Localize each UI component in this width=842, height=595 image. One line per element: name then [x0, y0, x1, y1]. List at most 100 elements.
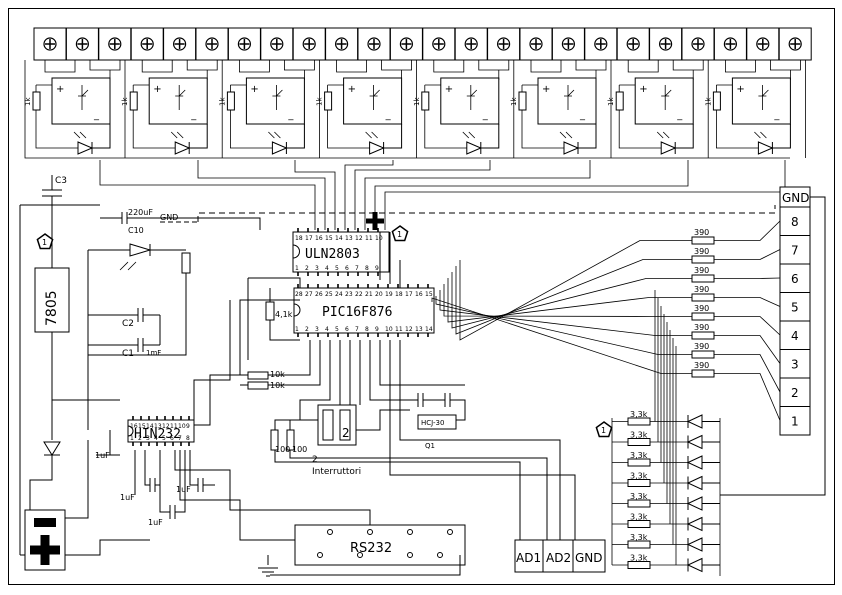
- screw-slot: [207, 39, 217, 49]
- pin-number: 3: [315, 326, 319, 333]
- input-resistor: [627, 520, 651, 528]
- output-resistor: [691, 293, 715, 302]
- terminal-screw[interactable]: [519, 27, 553, 61]
- input-diode-icon: [686, 475, 720, 491]
- input-resistor: [627, 561, 651, 569]
- output-terminal-cell[interactable]: [779, 406, 811, 436]
- input-diode-icon: [686, 455, 720, 470]
- screw-slot: [77, 39, 88, 49]
- gnd-dash-label: GND: [160, 213, 178, 222]
- relay-led-wire: [132, 84, 176, 149]
- db9-pin: [447, 529, 453, 535]
- pin-number: 9: [375, 265, 379, 272]
- terminal-screw[interactable]: [746, 27, 780, 61]
- pin-number: 7: [355, 326, 359, 333]
- terminal-screw[interactable]: [33, 27, 67, 61]
- pin-number: 7: [178, 435, 182, 442]
- relay-led-icon: [660, 124, 694, 155]
- screw-slot: [271, 39, 282, 49]
- input-diode-icon: [686, 516, 720, 532]
- screw-slot: [693, 39, 703, 49]
- relay-resistor: [129, 91, 138, 111]
- screw-icon: [335, 37, 349, 51]
- screw-icon: [205, 37, 219, 51]
- pin-number: 14: [146, 423, 154, 430]
- screw-slot: [369, 39, 379, 49]
- relay-contact-wire: [433, 60, 510, 80]
- pin-number: 2: [305, 326, 309, 333]
- output-wire: [714, 316, 781, 336]
- output-terminal-cell[interactable]: [779, 349, 811, 379]
- output-resistor-label: 390: [694, 228, 709, 237]
- pin-number: 14: [425, 326, 433, 333]
- screw-slot: [304, 39, 315, 49]
- r100-1: 100: [275, 445, 290, 454]
- pin-number: 13: [345, 235, 353, 242]
- pin-number: 8: [365, 326, 369, 333]
- relay-led-wire: [327, 84, 370, 149]
- output-resistor-label: 390: [694, 342, 709, 351]
- output-resistor-label: 390: [694, 285, 709, 294]
- screw-slot: [725, 39, 736, 49]
- screw-icon: [432, 37, 446, 51]
- rs232-connector[interactable]: RS232: [258, 524, 466, 577]
- screw-icon: [529, 37, 543, 51]
- drawing-border: [8, 8, 835, 585]
- relay-minus: _: [385, 110, 392, 121]
- pin-number: 11: [170, 423, 178, 430]
- pin-number: 7: [355, 265, 359, 272]
- power-section: C3 220uF C10 GND 7805 C2 C1 1mF: [19, 175, 776, 571]
- output-wire-in: [439, 290, 692, 336]
- analog-ad2: AD2: [546, 551, 571, 565]
- input-diodes: 3,3k3,3k3,3k3,3k3,3k3,3k3,3k3,3k: [611, 290, 721, 576]
- output-resistor-label: 390: [694, 361, 709, 370]
- pin-number: 9: [186, 423, 190, 430]
- relay-led-icon: [271, 124, 305, 155]
- analog-terminal[interactable]: AD1 AD2 GND: [389, 340, 606, 573]
- output-wire-in: [455, 259, 692, 335]
- pin-number: 20: [375, 291, 383, 298]
- relay-led-icon: [369, 124, 403, 155]
- db9-pin: [407, 529, 413, 535]
- relay-led-wire: [424, 84, 467, 149]
- c10-label: C10: [128, 226, 144, 235]
- output-terminal-cell[interactable]: [779, 235, 811, 265]
- screw-slot: [433, 39, 444, 49]
- input-diode-icon: [686, 557, 720, 573]
- relay-contact-wire: [627, 60, 704, 80]
- pin-number: 25: [325, 291, 333, 298]
- switch-pair[interactable]: 2 2 Interruttori: [312, 340, 361, 477]
- output-wire: [714, 249, 781, 260]
- input-resistor: [627, 540, 651, 549]
- pin-number: 23: [345, 291, 353, 298]
- hin-name: HIN232: [134, 427, 181, 442]
- output-wire-in: [435, 296, 692, 355]
- screw-icon: [756, 37, 770, 51]
- db9-pin: [357, 552, 363, 558]
- output-resistor-label: 390: [694, 247, 709, 256]
- pin-number: 12: [405, 326, 413, 333]
- relay-resistor-label: 1k: [413, 97, 421, 106]
- c1-value: 1mF: [146, 349, 161, 357]
- relay-module: [148, 77, 208, 125]
- output-terminal-cell[interactable]: [779, 206, 811, 236]
- output-terminal-cell[interactable]: [779, 320, 811, 350]
- output-terminal-cell[interactable]: [779, 377, 811, 407]
- terminal-screw[interactable]: [227, 27, 261, 61]
- pin-number: 26: [315, 291, 323, 298]
- screw-icon: [43, 37, 57, 51]
- screw-slot: [757, 39, 768, 49]
- screw-slot: [563, 39, 574, 49]
- relay-resistor: [324, 91, 333, 111]
- screw-slot: [595, 39, 606, 49]
- screw-slot: [109, 39, 120, 49]
- screw-icon: [108, 37, 122, 51]
- pin-number: 5: [162, 435, 166, 442]
- output-number: 2: [791, 386, 799, 400]
- relay-led-icon: [757, 124, 791, 155]
- output-wire-in: [447, 278, 692, 323]
- screw-slot: [660, 39, 671, 49]
